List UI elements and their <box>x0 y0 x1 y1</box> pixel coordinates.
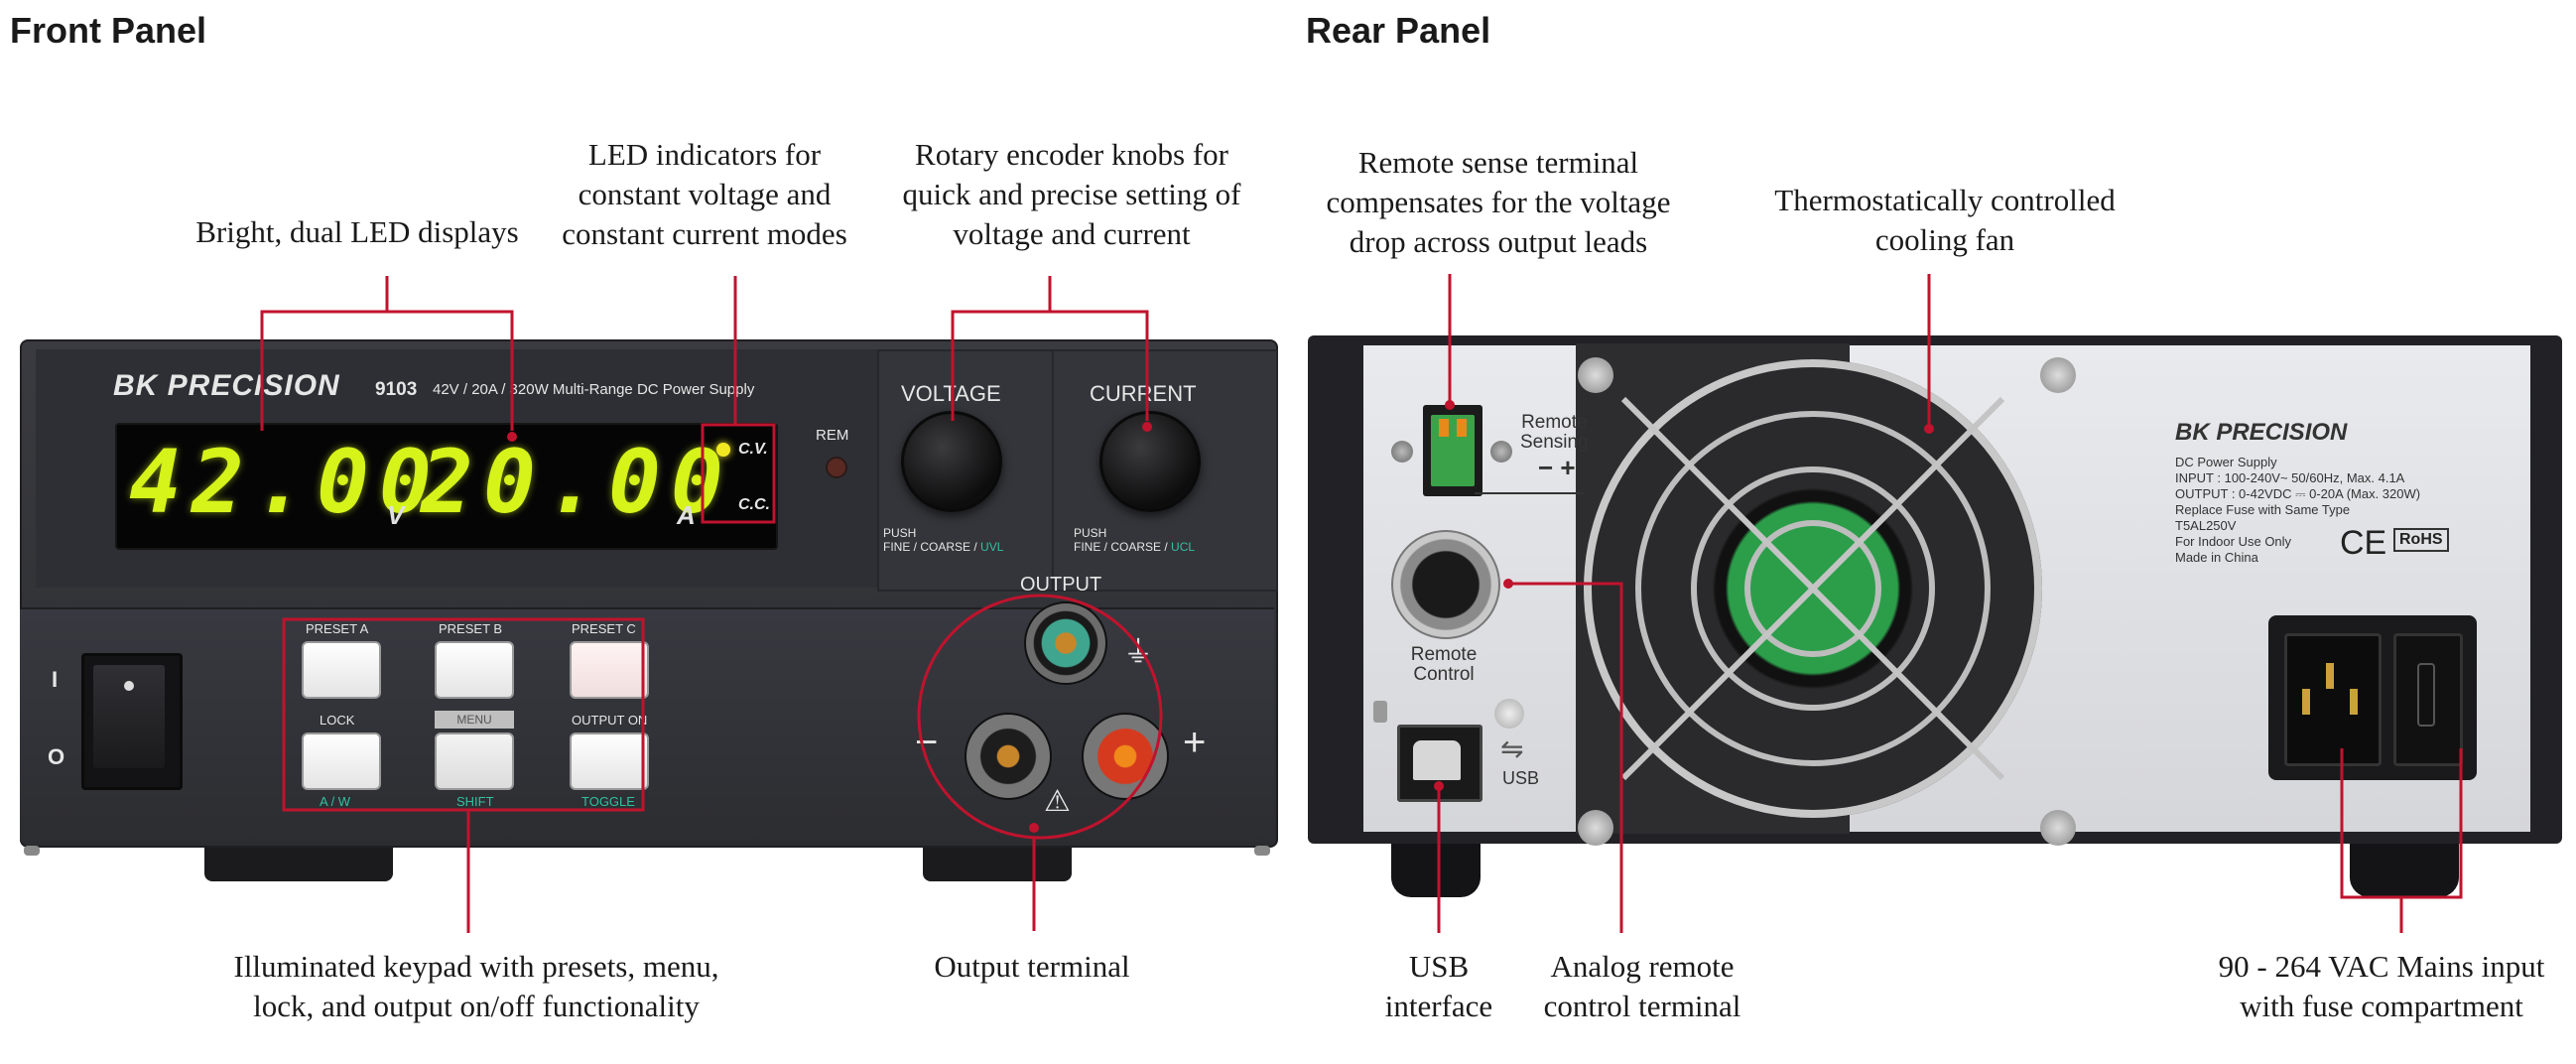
remote-sense-connector[interactable] <box>1431 415 1475 486</box>
callout-keypad: Illuminated keypad with presets, menu, l… <box>233 949 719 1023</box>
fan-guard-cross-icon <box>1620 396 2005 781</box>
callout-remote-sense: Remote sense terminal compensates for th… <box>1326 145 1671 259</box>
warning-icon: ⚠ <box>1044 784 1071 819</box>
rem-label: REM <box>816 427 849 444</box>
preset-b-button[interactable] <box>435 641 514 699</box>
ac-pin-icon <box>2350 689 2358 715</box>
current-unit: A <box>677 500 696 530</box>
fan-guard-ring <box>1635 411 1991 766</box>
rear-panel-heading: Rear Panel <box>1306 10 1491 51</box>
front-panel-heading: Front Panel <box>10 10 207 51</box>
power-on-label: I <box>52 667 59 692</box>
power-dot-icon <box>124 681 134 691</box>
preset-b-label: PRESET B <box>439 621 503 636</box>
callout-usb: USB interface <box>1384 949 1493 1023</box>
screw-icon <box>1254 846 1270 856</box>
sense-divider <box>1475 492 1584 494</box>
usb-label: USB <box>1502 768 1540 788</box>
rear-rating-label: DC Power Supply INPUT : 100-240V~ 50/60H… <box>2175 455 2421 565</box>
ce-mark-icon: CE <box>2340 524 2387 562</box>
fan-guard-ring <box>1691 466 1935 711</box>
voltage-display: 42.00 <box>129 431 442 533</box>
current-fine-coarse: FINE / COARSE / UCL <box>1074 540 1196 554</box>
fuse-compartment[interactable] <box>2393 633 2463 766</box>
voltage-knob-label: VOLTAGE <box>901 381 1001 406</box>
screw-icon <box>1391 441 1413 463</box>
lock-label: LOCK <box>320 713 355 728</box>
usb-socket[interactable] <box>1413 740 1461 780</box>
fan-guard-ring <box>1744 520 1881 657</box>
cv-label: C.V. <box>738 441 768 458</box>
front-panel-device: BK PRECISION 9103 42V / 20A / 320W Multi… <box>20 339 1278 881</box>
current-push-label: PUSH <box>1074 526 1107 540</box>
sense-polarity-label: − + <box>1538 453 1576 482</box>
cc-label: C.C. <box>738 496 770 513</box>
remote-sense-screw-icon <box>1439 419 1449 437</box>
aw-label: A / W <box>320 794 351 809</box>
remote-control-connector[interactable] <box>1391 530 1500 639</box>
power-off-label: O <box>48 744 65 769</box>
output-on-label: OUTPUT ON <box>572 713 648 728</box>
rohs-mark-icon: RoHS <box>2393 528 2449 552</box>
ac-mains-inlet[interactable] <box>2284 633 2382 766</box>
callout-analog-remote: Analog remote control terminal <box>1543 949 1741 1023</box>
screw-icon <box>24 846 40 856</box>
voltage-knob[interactable] <box>901 411 1002 512</box>
front-model-number: 9103 <box>375 379 418 400</box>
ac-pin-icon <box>2302 689 2310 715</box>
preset-c-label: PRESET C <box>572 621 636 636</box>
preset-c-button[interactable] <box>570 641 649 699</box>
rem-led-icon <box>826 457 847 478</box>
callout-displays: Bright, dual LED displays <box>195 214 519 249</box>
shift-label: SHIFT <box>456 794 494 809</box>
fuse-icon <box>2417 663 2435 727</box>
callout-output-terminal: Output terminal <box>934 949 1130 984</box>
preset-a-button[interactable] <box>302 641 381 699</box>
cv-led-icon <box>716 443 730 457</box>
callout-cooling-fan: Thermostatically controlled cooling fan <box>1774 183 2116 257</box>
voltage-fine-coarse: FINE / COARSE / UVL <box>883 540 1004 554</box>
screw-icon <box>2040 357 2076 393</box>
output-label: OUTPUT <box>1020 574 1102 596</box>
screw-icon <box>1373 701 1387 723</box>
led-display-window <box>115 423 778 550</box>
callout-mains-input: 90 - 264 VAC Mains input with fuse compa… <box>2218 949 2545 1023</box>
preset-a-label: PRESET A <box>306 621 369 636</box>
rear-brand-logo: BK PRECISION <box>2175 419 2348 446</box>
front-brand-logo: BK PRECISION <box>113 369 340 402</box>
callout-rotary-knobs: Rotary encoder knobs for quick and preci… <box>902 137 1241 251</box>
screw-icon <box>1494 699 1524 729</box>
shift-button[interactable] <box>435 732 514 790</box>
remote-sense-screw-icon <box>1457 419 1467 437</box>
voltage-push-label: PUSH <box>883 526 917 540</box>
voltage-unit: V <box>387 500 405 530</box>
plus-label: + <box>1183 721 1207 764</box>
menu-label: MENU <box>435 711 514 729</box>
output-on-button[interactable] <box>570 732 649 790</box>
current-display: 20.00 <box>421 431 733 533</box>
screw-icon <box>1490 441 1512 463</box>
screw-icon <box>2040 810 2076 846</box>
screw-icon <box>1578 810 1613 846</box>
current-knob-label: CURRENT <box>1090 381 1197 406</box>
callout-led-indicators: LED indicators for constant voltage and … <box>562 137 847 251</box>
negative-terminal[interactable] <box>965 713 1052 800</box>
screw-icon <box>1578 357 1613 393</box>
ac-pin-icon <box>2326 663 2334 689</box>
usb-icon: ⇋ <box>1500 732 1524 765</box>
ground-terminal[interactable] <box>1024 601 1107 685</box>
lock-button[interactable] <box>302 732 381 790</box>
toggle-label: TOGGLE <box>581 794 635 809</box>
